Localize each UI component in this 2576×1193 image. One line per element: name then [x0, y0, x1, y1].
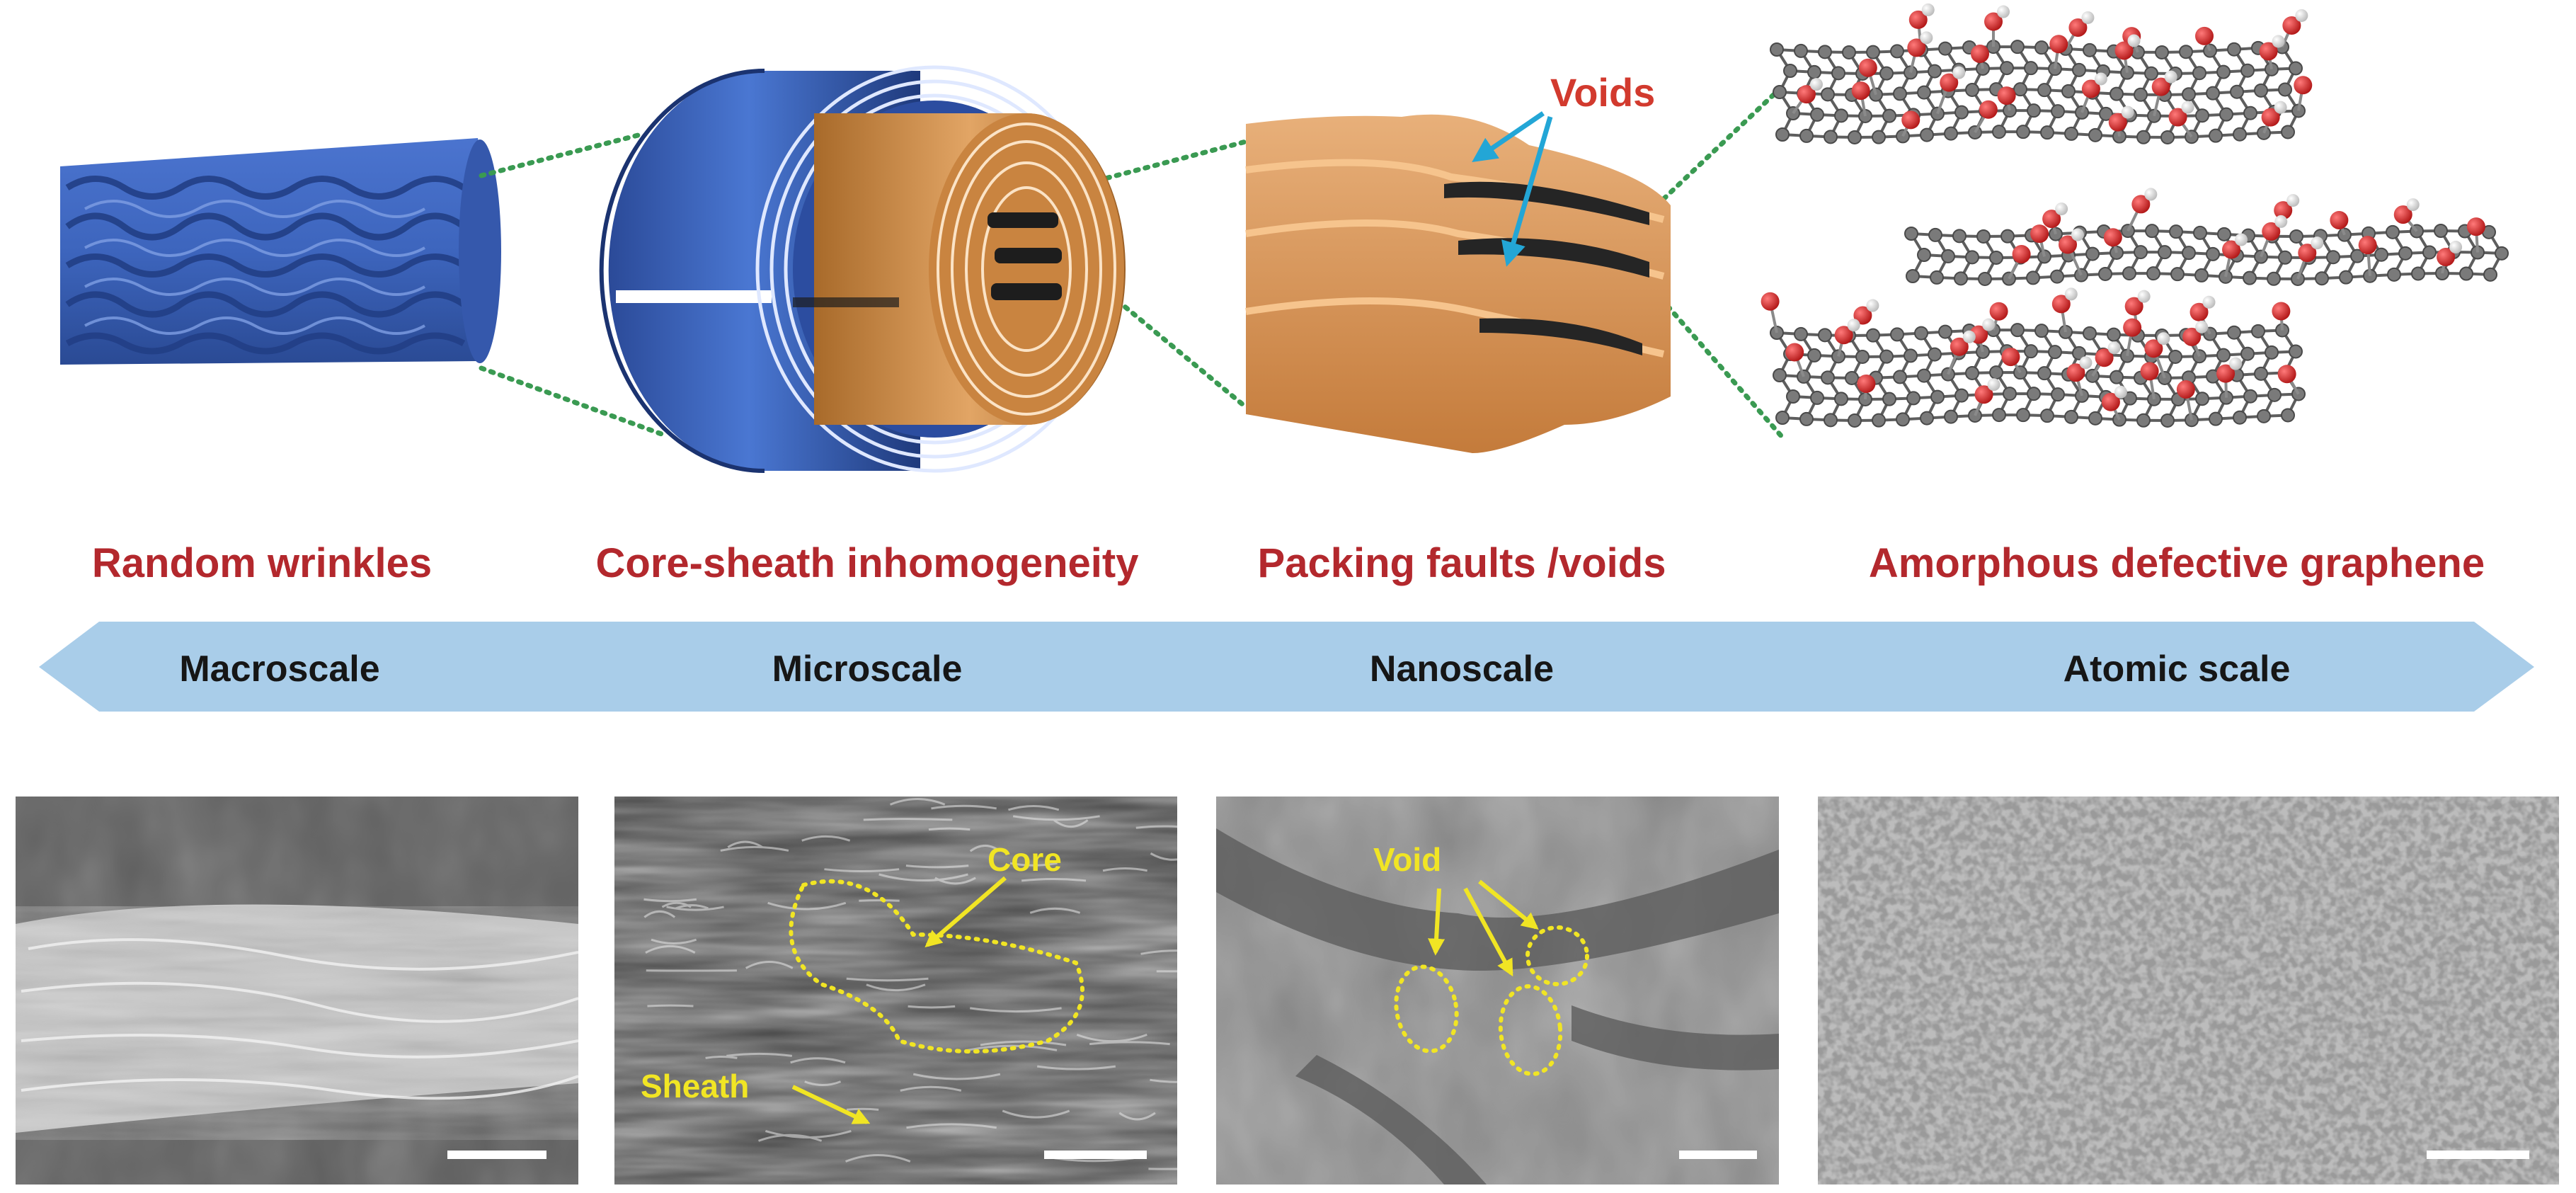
feature-label-voids: Packing faults /voids [1258, 540, 1666, 586]
graphene-sheet [1770, 3, 2313, 144]
void-annotation: Void [1373, 841, 1441, 878]
feature-label-core-sheath: Core-sheath inhomogeneity [596, 540, 1139, 586]
graphene-model [1761, 3, 2509, 428]
scale-label-microscale: Microscale [772, 649, 963, 690]
scale-bar [1044, 1151, 1147, 1159]
graphene-sheet [1904, 188, 2509, 286]
scale-bar [447, 1151, 546, 1159]
scale-bar [1679, 1151, 1757, 1159]
scale-label-atomic: Atomic scale [2063, 649, 2291, 690]
scale-label-macroscale: Macroscale [179, 649, 379, 690]
connector-lines [479, 82, 1787, 442]
scale-bar [2427, 1151, 2529, 1159]
sem-micrograph-fiber [16, 797, 578, 1185]
scale-label-nanoscale: Nanoscale [1370, 649, 1554, 690]
core-annotation: Core [988, 841, 1062, 878]
sheath-annotation: Sheath [641, 1068, 749, 1104]
feature-labels: Random wrinkles Core-sheath inhomogeneit… [92, 540, 2485, 586]
scale-arrow: Macroscale Microscale Nanoscale Atomic s… [39, 622, 2534, 712]
fiber-illustration [60, 138, 501, 365]
feature-label-graphene: Amorphous defective graphene [1869, 540, 2485, 586]
feature-label-wrinkles: Random wrinkles [92, 540, 432, 586]
sem-micrograph-void: Void [1216, 797, 1779, 1185]
void-illustration [1245, 111, 1671, 454]
tem-micrograph [1818, 797, 2559, 1185]
voids-annotation: Voids [1550, 70, 1655, 115]
graphene-sheet [1761, 287, 2306, 428]
core-sheath-illustration [599, 65, 1126, 473]
sem-micrograph-core-sheath: Core Sheath [614, 797, 1177, 1185]
